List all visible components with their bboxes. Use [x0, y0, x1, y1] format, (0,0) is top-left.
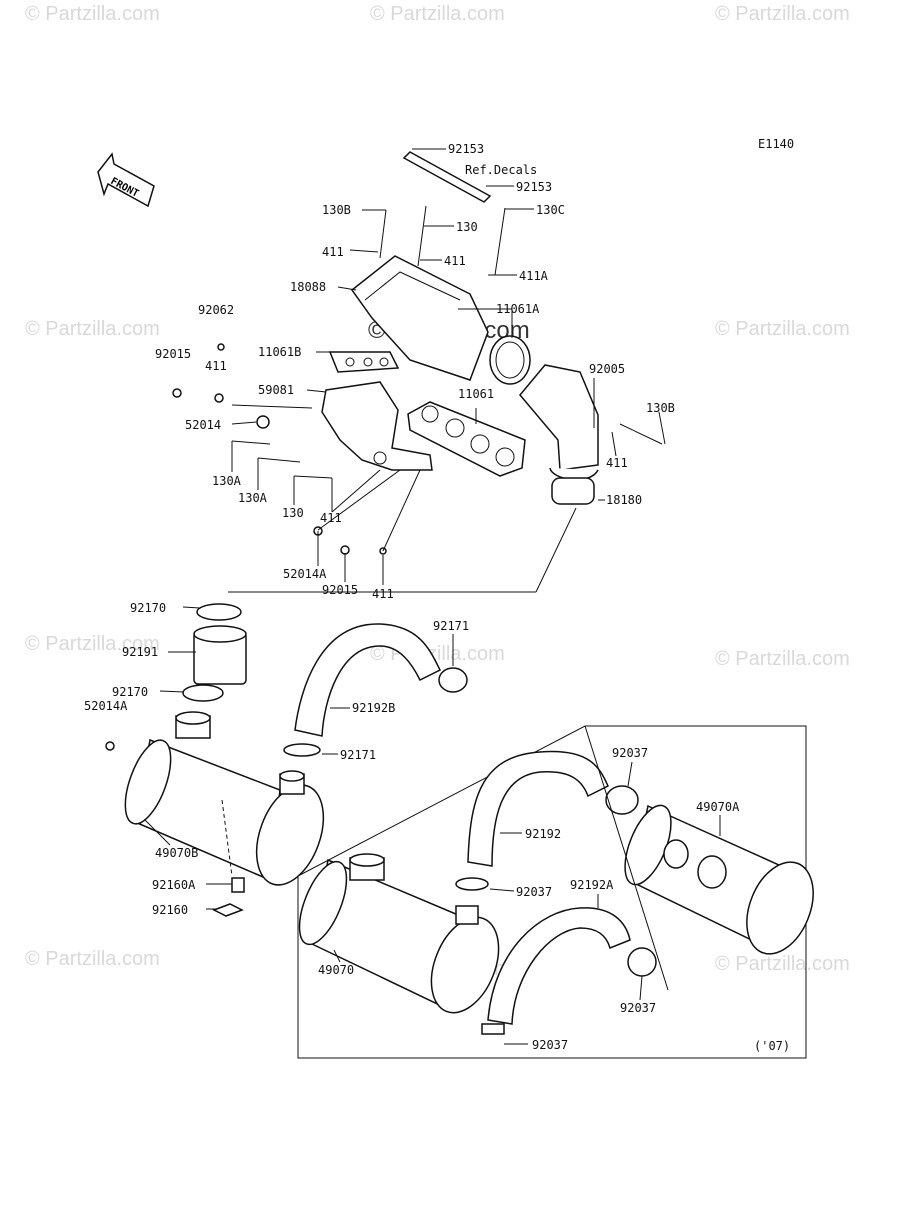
diagram-code: E1140	[758, 137, 794, 151]
callout-92005: 92005	[589, 362, 625, 376]
callout-411: 411	[444, 254, 466, 268]
callout-130b: 130B	[322, 203, 351, 217]
callout-92191: 92191	[122, 645, 158, 659]
callout-92160a: 92160A	[152, 878, 196, 892]
leader-lines	[144, 148, 721, 1045]
watermark: © Partzilla.com	[25, 948, 160, 970]
callout-92037: 92037	[516, 885, 552, 899]
callout-92062: 92062	[198, 303, 234, 317]
watermark: © Partzilla.com	[25, 318, 160, 340]
callout-130: 130	[456, 220, 478, 234]
callout-92153: 92153	[516, 180, 552, 194]
callout-92037: 92037	[620, 1001, 656, 1015]
callout-411a: 411A	[519, 269, 549, 283]
callout-49070b: 49070B	[155, 846, 198, 860]
watermark: © Partzilla.com	[25, 633, 160, 655]
callout-92192b: 92192B	[352, 701, 395, 715]
watermark: © Partzilla.com	[25, 3, 160, 25]
callout-411: 411	[320, 511, 342, 525]
callout-52014a: 52014A	[84, 699, 128, 713]
callout-130a: 130A	[212, 474, 242, 488]
ref-decals-label: Ref.Decals	[465, 163, 537, 177]
callout-49070: 49070	[318, 963, 354, 977]
callout-92015: 92015	[322, 583, 358, 597]
callout-130b: 130B	[646, 401, 675, 415]
callout-52014a: 52014A	[283, 567, 327, 581]
callout-92037: 92037	[532, 1038, 568, 1052]
callout-59081: 59081	[258, 383, 294, 397]
callout-92170: 92170	[130, 601, 166, 615]
watermark: © Partzilla.com	[715, 648, 850, 670]
callout-411: 411	[205, 359, 227, 373]
callout-92171: 92171	[340, 748, 376, 762]
watermark: © Partzilla.com	[715, 318, 850, 340]
year-note: ('07)	[754, 1039, 790, 1053]
callout-18088: 18088	[290, 280, 326, 294]
callout-92153: 92153	[448, 142, 484, 156]
front-arrow-icon: FRONT	[97, 152, 155, 208]
callout-92037: 92037	[612, 746, 648, 760]
part-artwork	[105, 151, 814, 1059]
callout-92171: 92171	[433, 619, 469, 633]
callout-52014: 52014	[185, 418, 221, 432]
watermark: © Partzilla.com	[370, 3, 505, 25]
callout-130: 130	[282, 506, 304, 520]
watermarks: © Partzilla.com © Partzilla.com © Partzi…	[25, 3, 850, 980]
callout-130c: 130C	[536, 203, 565, 217]
watermark: © Partzilla.com	[715, 953, 850, 975]
callout-92015: 92015	[155, 347, 191, 361]
callout-130a: 130A	[238, 491, 268, 505]
callout-11061: 11061	[458, 387, 494, 401]
callout-18180: 18180	[606, 493, 642, 507]
callout-92160: 92160	[152, 903, 188, 917]
callout-49070a: 49070A	[696, 800, 740, 814]
callout-92192: 92192	[525, 827, 561, 841]
callout-11061b: 11061B	[258, 345, 301, 359]
callout-411: 411	[322, 245, 344, 259]
callout-92192a: 92192A	[570, 878, 614, 892]
callout-92170: 92170	[112, 685, 148, 699]
callout-11061a: 11061A	[496, 302, 540, 316]
watermark: © Partzilla.com	[715, 3, 850, 25]
callout-411: 411	[606, 456, 628, 470]
callout-411: 411	[372, 587, 394, 601]
callout-labels: 92153 92153 130B 130 130C 411 411 411A 1…	[84, 142, 740, 1052]
